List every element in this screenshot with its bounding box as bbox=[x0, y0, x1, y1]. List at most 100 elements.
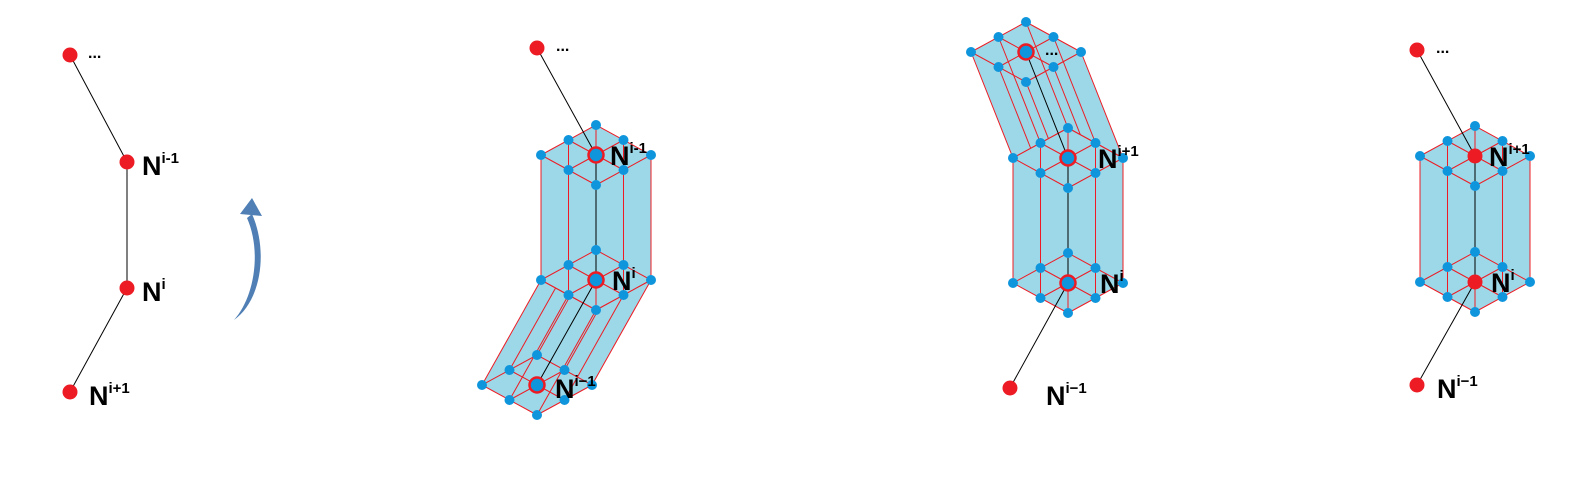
node-label: Ni−1 bbox=[1046, 380, 1087, 411]
chain-node bbox=[119, 280, 135, 296]
chain-node bbox=[529, 40, 545, 56]
node-label: Ni+1 bbox=[1098, 143, 1139, 174]
chain-node bbox=[1467, 148, 1483, 164]
bond bbox=[1009, 282, 1069, 389]
lattice-node bbox=[1442, 292, 1453, 302]
lattice-node bbox=[1497, 262, 1508, 272]
ellipsis-label: ... bbox=[1436, 40, 1449, 57]
ellipsis-label: ... bbox=[88, 45, 101, 62]
chain-node bbox=[1409, 377, 1425, 393]
prism-edge bbox=[509, 294, 569, 401]
curved-arrow-icon bbox=[234, 198, 262, 320]
lattice-node bbox=[1090, 263, 1101, 273]
bond bbox=[69, 287, 128, 393]
bond bbox=[536, 279, 597, 386]
prism-edge bbox=[536, 309, 597, 416]
prism-edge bbox=[481, 279, 542, 386]
lattice-node bbox=[587, 380, 597, 390]
lattice-node bbox=[1118, 278, 1128, 288]
lattice-node bbox=[591, 305, 601, 315]
bond bbox=[1416, 281, 1476, 386]
lattice-node bbox=[993, 32, 1004, 42]
lattice-node bbox=[504, 365, 515, 375]
chain-node bbox=[62, 47, 78, 63]
prism-edge bbox=[998, 36, 1041, 144]
lattice-node bbox=[591, 180, 601, 190]
lattice-node bbox=[618, 165, 629, 175]
lattice-node bbox=[1442, 136, 1453, 146]
lattice-node bbox=[1415, 151, 1425, 161]
lattice-node bbox=[1063, 308, 1073, 318]
chain-node bbox=[1002, 380, 1018, 396]
lattice-node bbox=[1470, 181, 1480, 191]
lattice-node bbox=[1090, 138, 1101, 148]
lattice-node bbox=[1035, 168, 1046, 178]
lattice-node bbox=[1470, 247, 1480, 257]
prism-edge bbox=[1080, 51, 1124, 159]
chain-node bbox=[119, 154, 135, 170]
lattice-node bbox=[536, 275, 546, 285]
lattice-node bbox=[618, 290, 629, 300]
node-label: Ni-1 bbox=[610, 140, 647, 171]
lattice-node bbox=[477, 380, 487, 390]
lattice-node bbox=[532, 350, 542, 360]
ellipsis-label: ... bbox=[556, 38, 569, 55]
lattice-node bbox=[646, 275, 656, 285]
chain-node bbox=[587, 146, 605, 164]
lattice-node bbox=[536, 150, 546, 160]
lattice-node bbox=[646, 150, 656, 160]
lattice-node bbox=[563, 165, 574, 175]
lattice-node bbox=[1415, 277, 1425, 287]
bond bbox=[536, 47, 597, 156]
lattice-node bbox=[1442, 166, 1453, 176]
lattice-node bbox=[1497, 136, 1508, 146]
panel-1-chain: ... Ni-1 Ni Ni+1 bbox=[62, 45, 179, 411]
bond bbox=[69, 54, 128, 163]
chain-node bbox=[1059, 149, 1077, 167]
node-label: Ni+1 bbox=[1489, 141, 1530, 172]
node-label: Ni bbox=[612, 265, 636, 296]
lattice-node bbox=[563, 290, 574, 300]
lattice-node bbox=[1497, 292, 1508, 302]
node-label: Ni-1 bbox=[142, 150, 179, 181]
lattice-node bbox=[1021, 17, 1031, 27]
lattice-node bbox=[591, 245, 601, 255]
lattice-node bbox=[1470, 121, 1480, 131]
lattice-node bbox=[618, 260, 629, 270]
node-label: Ni bbox=[1491, 267, 1515, 298]
lattice-node bbox=[563, 135, 574, 145]
lattice-node bbox=[1048, 32, 1059, 42]
lattice-node bbox=[559, 365, 570, 375]
bond bbox=[1416, 49, 1476, 157]
lattice-node bbox=[1048, 62, 1059, 72]
prism-edge bbox=[970, 51, 1014, 159]
lattice-node bbox=[1470, 307, 1480, 317]
lattice-node bbox=[618, 135, 629, 145]
lattice-node bbox=[966, 47, 976, 57]
prism-edge bbox=[564, 294, 624, 401]
chain-node bbox=[1467, 274, 1483, 290]
lattice-node bbox=[1008, 278, 1018, 288]
lattice-node bbox=[1497, 166, 1508, 176]
bond bbox=[1025, 51, 1069, 159]
prism-edge bbox=[591, 279, 652, 386]
lattice-node bbox=[1063, 123, 1073, 133]
lattice-node bbox=[1035, 263, 1046, 273]
chain-node bbox=[62, 384, 78, 400]
node-label: Ni bbox=[1100, 268, 1124, 299]
lattice-node bbox=[1035, 293, 1046, 303]
prism-edge bbox=[1025, 21, 1069, 129]
lattice-node bbox=[504, 395, 515, 405]
lattice-node bbox=[1090, 293, 1101, 303]
lattice-node bbox=[563, 260, 574, 270]
lattice-node bbox=[993, 62, 1004, 72]
lattice-node bbox=[1076, 47, 1086, 57]
lattice-node bbox=[1090, 168, 1101, 178]
ellipsis-label: ... bbox=[1045, 42, 1058, 59]
lattice-node bbox=[532, 410, 542, 420]
node-label: Ni+1 bbox=[89, 380, 130, 411]
chain-node bbox=[1409, 42, 1425, 58]
lattice-node bbox=[1063, 248, 1073, 258]
chain-node bbox=[587, 271, 605, 289]
